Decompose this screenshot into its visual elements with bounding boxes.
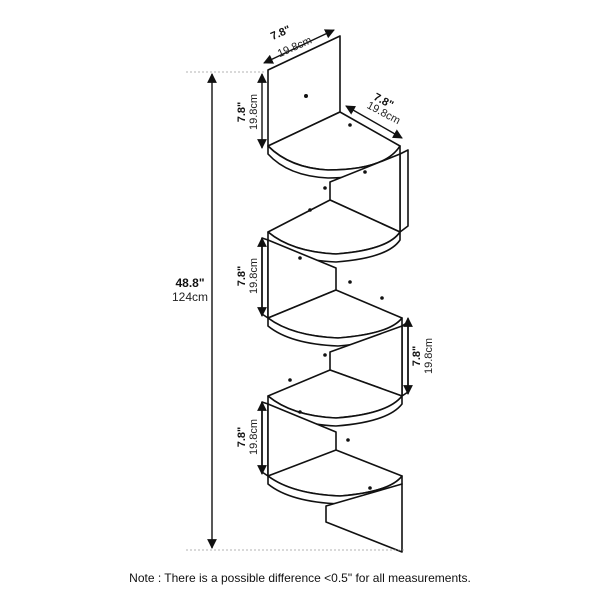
measurement-note: Note : There is a possible difference <0…	[129, 571, 471, 585]
tier3-height-dimension: 7.8" 19.8cm	[403, 317, 435, 395]
tier2-height-dimension: 7.8" 19.8cm	[236, 237, 267, 317]
tier4-height-dimension: 7.8" 19.8cm	[236, 401, 267, 475]
tier1-height-dimension: 7.8" 19.8cm	[236, 73, 267, 149]
side-panel-3	[401, 321, 409, 397]
top-width-inches: 7.8"	[269, 24, 293, 43]
tier4-height-inches: 7.8"	[236, 427, 248, 448]
side-panel-1	[399, 149, 409, 233]
shelf-unit	[261, 35, 409, 553]
tier3-height-inches: 7.8"	[411, 346, 423, 367]
tier2-height-cm: 19.8cm	[248, 258, 260, 294]
tier3-height-cm: 19.8cm	[423, 338, 435, 374]
total-height-dimension: 48.8" 124cm	[172, 71, 404, 551]
tier2-height-inches: 7.8"	[236, 266, 248, 287]
side-panel-2	[261, 237, 269, 319]
bottom-leg-panel	[325, 483, 403, 553]
tier1-height-cm: 19.8cm	[248, 94, 260, 130]
total-height-inches: 48.8"	[175, 276, 204, 290]
total-height-cm: 124cm	[172, 290, 208, 304]
side-panel-4	[261, 401, 269, 477]
tier1-height-inches: 7.8"	[236, 102, 248, 123]
tier4-height-cm: 19.8cm	[248, 419, 260, 455]
